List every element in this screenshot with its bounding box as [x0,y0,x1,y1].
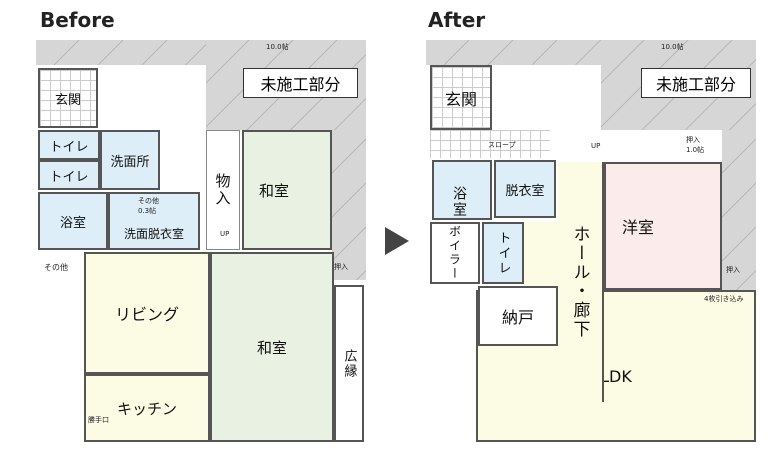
room-kitchen: キッチン [84,374,210,442]
hall-side-area [524,222,558,286]
room-washitsu-1: 和室 [242,130,332,250]
arrow-right-icon [385,227,409,255]
room-senmenjo: 洗面所 [100,130,160,190]
oshiire-label: 押入 1.0帖 [686,136,705,154]
room-washitsu-2: 和室 [210,252,334,442]
room-toilet-1: トイレ [38,130,100,160]
room-bath: 浴室 [432,160,492,220]
before-title: Before [40,8,115,32]
room-datsuishitsu: 脱衣室 [494,160,556,218]
after-floor-plan: 10.0帖 未施工部分 玄関 スロープ UP 押入 1.0帖 浴室 脱衣室 ボイ… [426,40,756,445]
up-label: UP [591,142,601,150]
unfinished-label: 未施工部分 [243,68,358,98]
room-living: リビング [84,252,210,374]
room-toilet-2: トイレ [38,160,100,190]
room-nando: 納戸 [478,286,558,346]
oshiire-label: 押入 [334,263,348,271]
room-hiroen: 広縁 [334,285,364,442]
room-youshitsu: 洋室 [604,162,722,290]
room-datsuishitsu: 洗面脱衣室 [108,192,200,250]
before-floor-plan: 10.0帖 未施工部分 玄関 トイレ トイレ 洗面所 浴室 洗面脱衣室 その他 … [36,40,366,445]
room-toilet: トイレ [482,222,524,284]
slope-label: スロープ [488,141,516,149]
katteguchi-label: 勝手口 [88,416,109,424]
sonota-label: その他 [44,263,68,272]
after-title: After [428,8,486,32]
sonota-small-label: その他 0.3帖 [138,197,159,215]
room-bath: 浴室 [38,192,108,250]
unfinished-area-right [722,130,756,290]
room-genkan: 玄関 [430,65,492,130]
room-monoire: 物入 [206,130,240,250]
room-hall: ホール・廊下 [558,162,604,402]
room-boiler: ボイラー [430,222,480,284]
unfinished-area-right [332,130,366,280]
unfinished-label: 未施工部分 [641,68,751,98]
oshiire-2-label: 押入 [726,266,740,274]
door-note: 4枚引き込み [704,295,744,303]
room-genkan: 玄関 [38,68,98,128]
up-label: UP [220,230,230,238]
area-note: 10.0帖 [266,43,289,51]
area-note: 10.0帖 [661,43,684,51]
slope-area [430,130,550,158]
